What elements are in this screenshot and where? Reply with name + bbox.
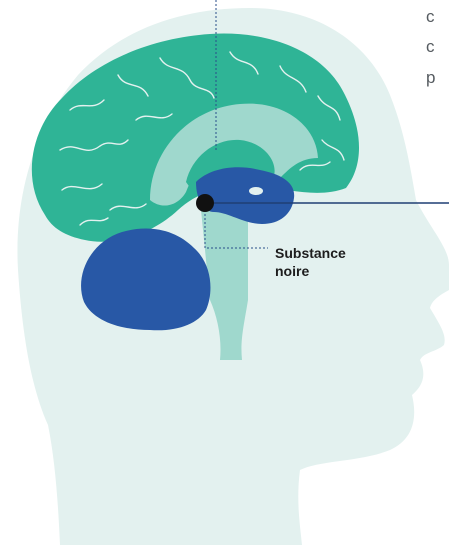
- label-line-2: noire: [275, 262, 346, 280]
- brain-detail-highlight: [249, 187, 263, 195]
- cut-off-text-line-3: p: [426, 66, 435, 90]
- cut-off-text-line-2: c: [426, 35, 435, 59]
- label-line-1: Substance: [275, 244, 346, 262]
- substantia-nigra-label: Substance noire: [275, 244, 346, 280]
- substantia-nigra-marker: [196, 194, 214, 212]
- cut-off-text-line-1: c: [426, 5, 435, 29]
